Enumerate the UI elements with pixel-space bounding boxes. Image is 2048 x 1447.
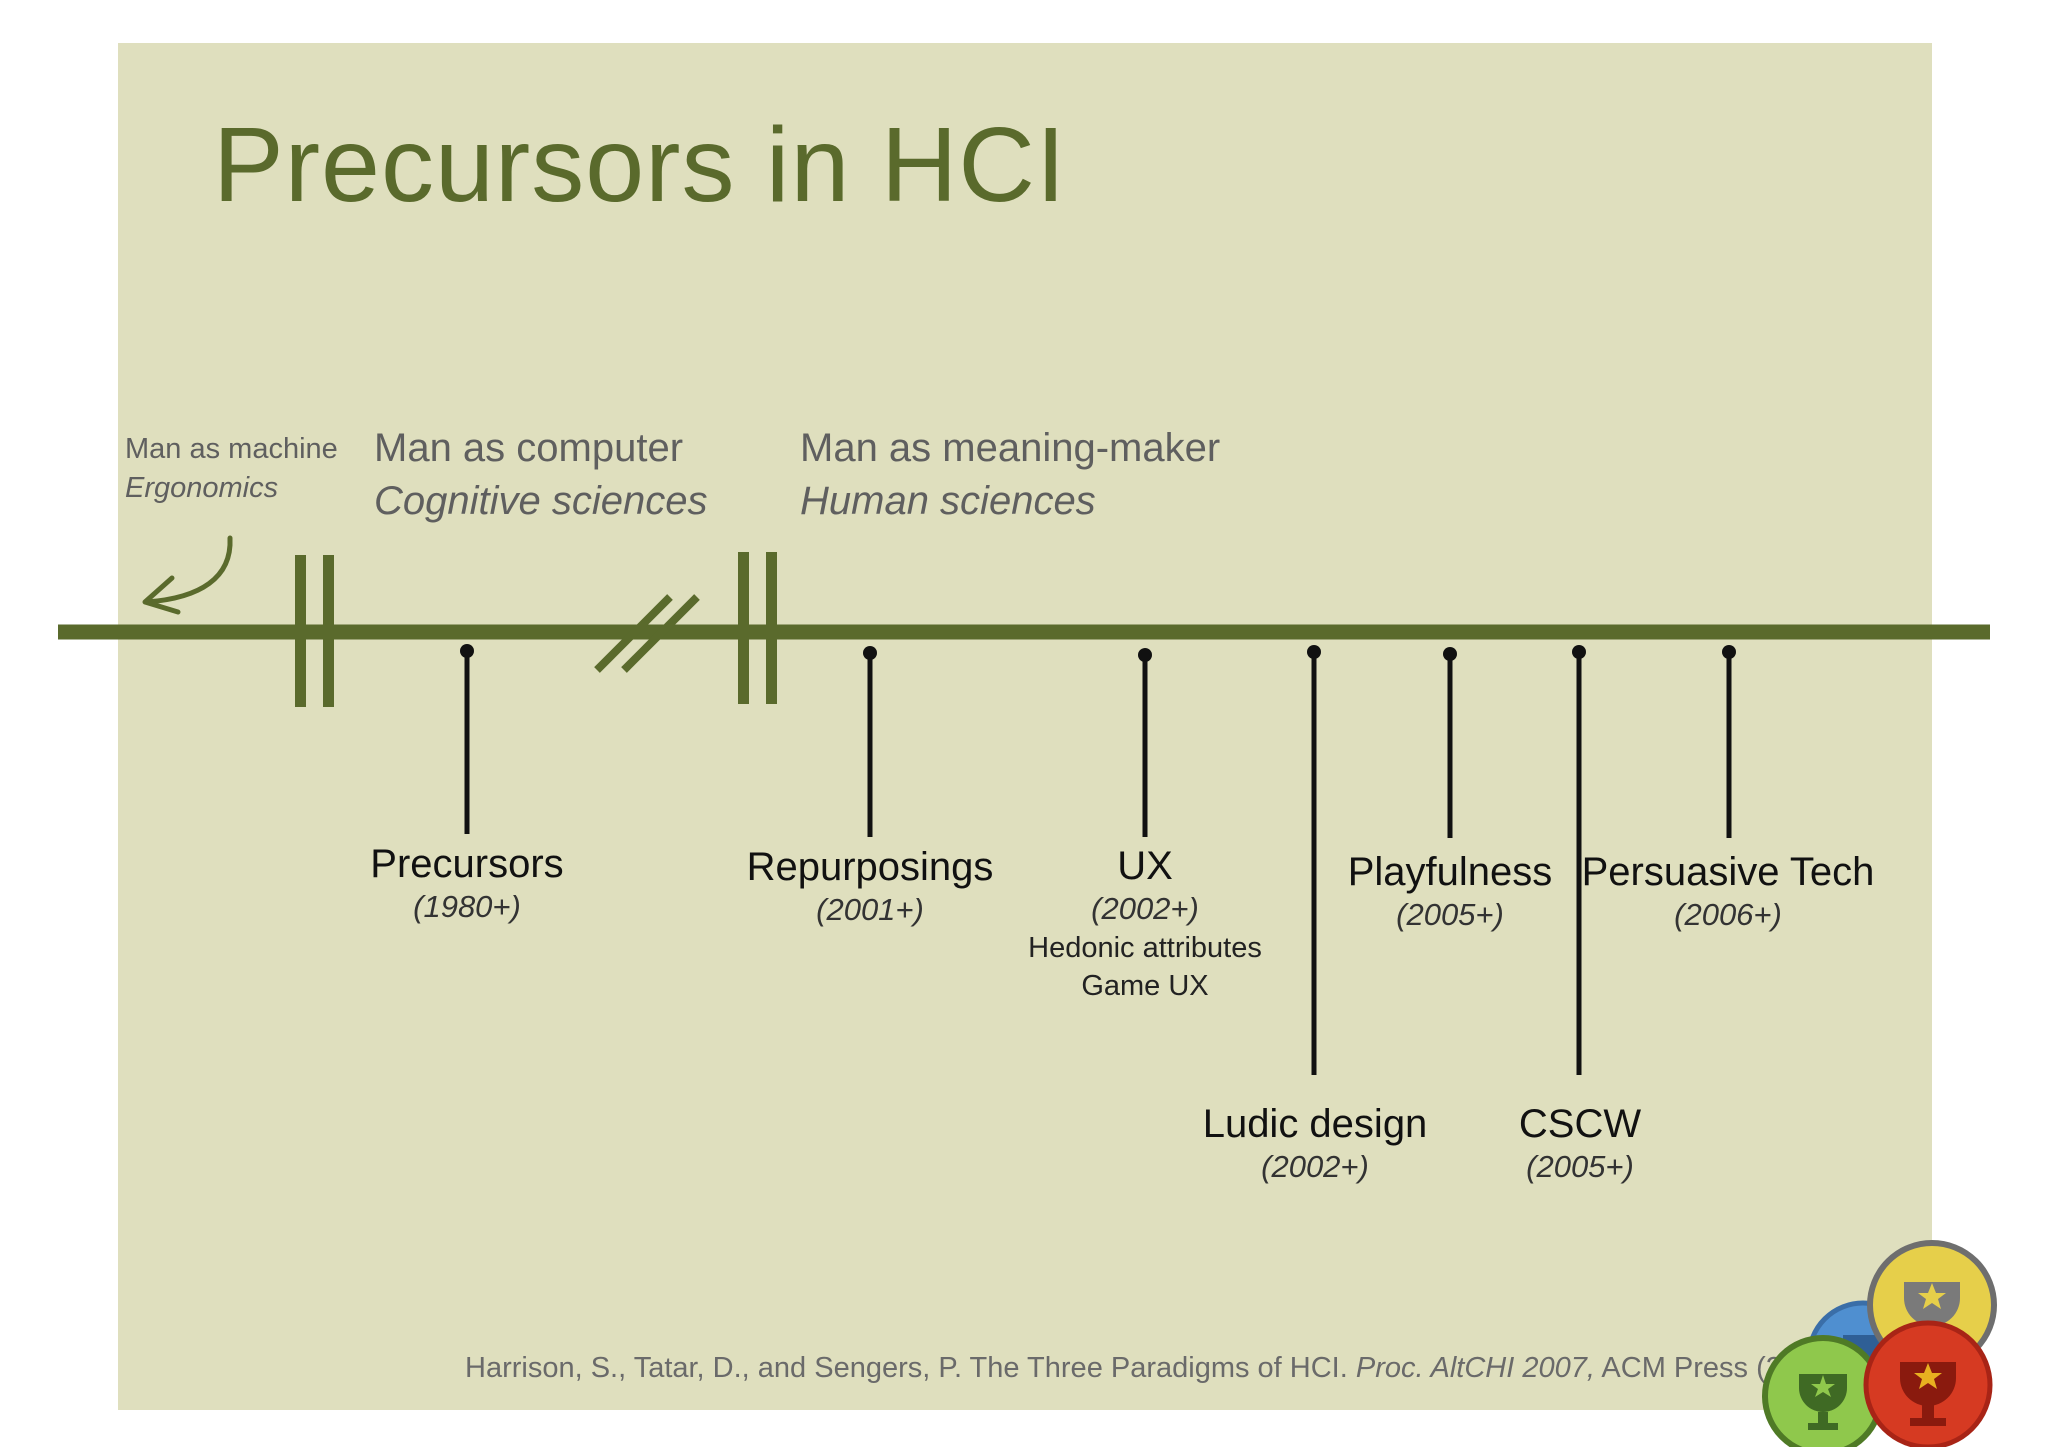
milestone-name: UX <box>1117 844 1173 888</box>
era-divider-1 <box>295 555 334 707</box>
milestone-note: Hedonic attributes <box>1028 932 1262 964</box>
milestone-year: (2005+) <box>1526 1149 1634 1184</box>
paradigm-man-as-machine: Man as machine Ergonomics <box>125 430 338 508</box>
milestone-year: (2001+) <box>816 892 924 927</box>
milestone-ludic-design: Ludic design (2002+) <box>1203 1101 1428 1187</box>
timeline-break-mark <box>594 594 700 673</box>
paradigm-man-as-computer: Man as computer Cognitive sciences <box>374 422 708 528</box>
citation-authors-title: Harrison, S., Tatar, D., and Sengers, P.… <box>465 1352 1348 1384</box>
slide-background <box>118 43 1932 1410</box>
citation-venue: Proc. AltCHI 2007, <box>1355 1352 1595 1384</box>
era-divider-2 <box>738 552 777 704</box>
milestone-stem-ux <box>1138 648 1152 837</box>
citation: Harrison, S., Tatar, D., and Sengers, P.… <box>465 1352 1848 1385</box>
trophy-badge-icon <box>1762 1335 1884 1447</box>
milestone-name: Playfulness <box>1347 850 1553 894</box>
milestone-year: (1980+) <box>413 889 521 924</box>
milestone-name: Persuasive Tech <box>1581 850 1875 894</box>
arrow-back-icon <box>142 535 233 615</box>
paradigm-man-as-meaning-maker: Man as meaning-maker Human sciences <box>800 422 1220 528</box>
paradigm-name: Man as computer <box>374 426 684 470</box>
paradigm-field: Human sciences <box>800 479 1096 523</box>
milestone-stem-repurposings <box>863 646 877 837</box>
milestone-name: Ludic design <box>1202 1102 1428 1146</box>
milestone-stem-cscw <box>1572 645 1586 1075</box>
milestone-stem-precursors <box>460 644 474 834</box>
milestone-name: CSCW <box>1518 1102 1642 1146</box>
milestone-playfulness: Playfulness (2005+) <box>1348 849 1553 935</box>
milestone-stem-playfulness <box>1443 647 1457 838</box>
milestone-stem-persuasive-tech <box>1722 645 1736 838</box>
milestone-name: Precursors <box>370 842 564 886</box>
milestone-year: (2002+) <box>1261 1149 1369 1184</box>
milestone-year: (2006+) <box>1674 897 1782 932</box>
milestone-year: (2005+) <box>1396 897 1504 932</box>
milestone-stem-ludic-design <box>1307 645 1321 1075</box>
milestone-name: Repurposings <box>746 845 994 889</box>
milestone-note: Game UX <box>1081 970 1209 1002</box>
paradigm-name: Man as meaning-maker <box>800 426 1221 470</box>
paradigm-field: Ergonomics <box>125 472 279 504</box>
milestone-cscw: CSCW (2005+) <box>1519 1101 1641 1187</box>
milestone-ux: UX (2002+) Hedonic attributes Game UX <box>1028 843 1262 1005</box>
milestone-year: (2002+) <box>1091 891 1199 926</box>
trophy-badge-icon <box>1863 1320 1993 1447</box>
paradigm-name: Man as machine <box>125 433 338 465</box>
milestone-repurposings: Repurposings (2001+) <box>747 844 994 930</box>
slide-title: Precursors in HCI <box>213 106 1067 224</box>
milestone-persuasive-tech: Persuasive Tech (2006+) <box>1582 849 1875 935</box>
paradigm-field: Cognitive sciences <box>374 479 708 523</box>
milestone-precursors: Precursors (1980+) <box>370 841 563 927</box>
